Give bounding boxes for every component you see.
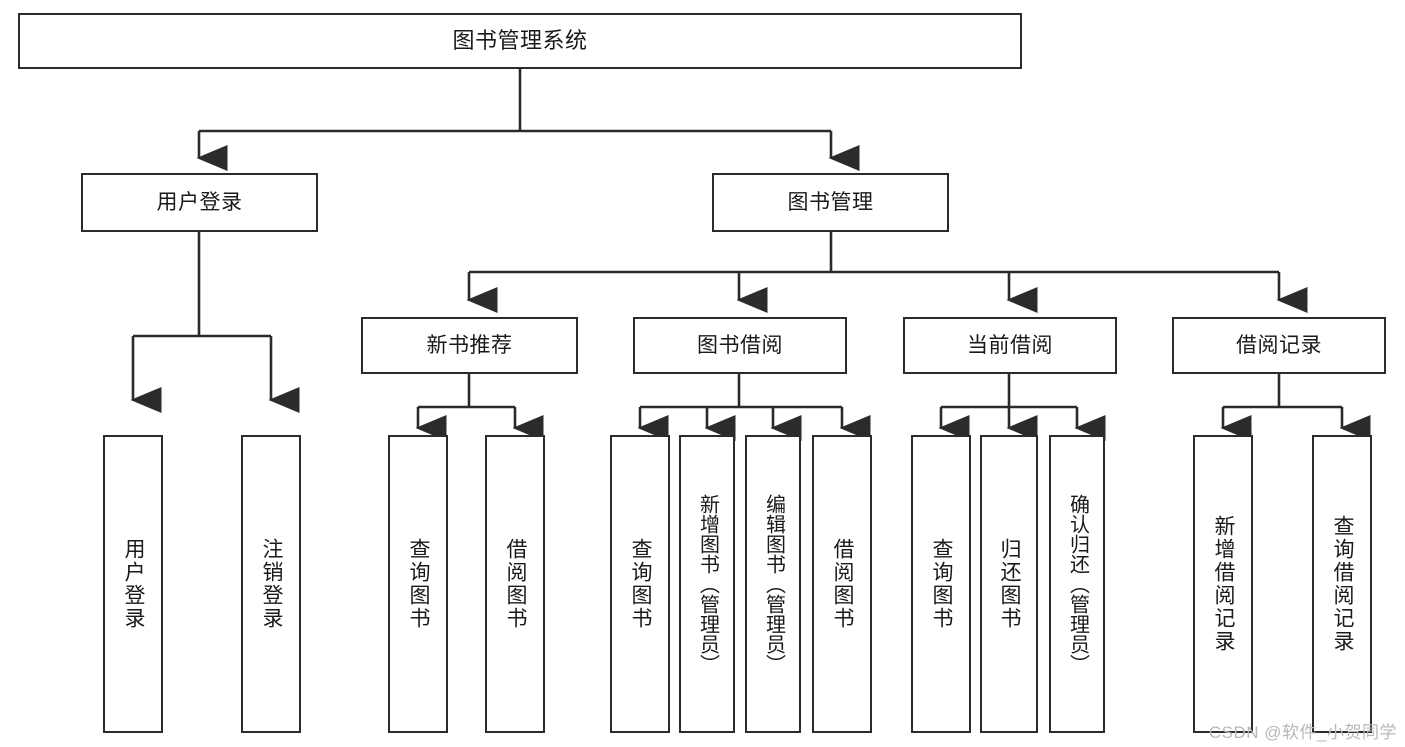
node-label: 借阅图书 <box>504 538 528 630</box>
node-label: 借阅图书 <box>831 538 855 630</box>
node-label: 图书借阅 <box>697 334 783 357</box>
node-label: 注销登录 <box>260 538 284 630</box>
node-label: 编辑图书（管理员） <box>762 494 785 674</box>
leaf-add-book[interactable]: 新增图书（管理员） <box>679 435 735 733</box>
node-label: 查询图书 <box>930 538 954 630</box>
node-label: 查询借阅记录 <box>1331 515 1355 653</box>
leaf-user-logout[interactable]: 注销登录 <box>241 435 301 733</box>
node-label: 用户登录 <box>122 538 146 630</box>
leaf-confirm-return[interactable]: 确认归还（管理员） <box>1049 435 1105 733</box>
leaf-borrow-book-2[interactable]: 借阅图书 <box>812 435 872 733</box>
node-label: 借阅记录 <box>1236 334 1322 357</box>
node-book-borrow[interactable]: 图书借阅 <box>633 317 847 374</box>
node-label: 用户登录 <box>156 191 243 214</box>
leaf-query-book-3[interactable]: 查询图书 <box>911 435 971 733</box>
node-borrow-record[interactable]: 借阅记录 <box>1172 317 1386 374</box>
leaf-user-login[interactable]: 用户登录 <box>103 435 163 733</box>
leaf-add-record[interactable]: 新增借阅记录 <box>1193 435 1253 733</box>
node-current-borrow[interactable]: 当前借阅 <box>903 317 1117 374</box>
node-root[interactable]: 图书管理系统 <box>18 13 1022 69</box>
node-user-login[interactable]: 用户登录 <box>81 173 318 232</box>
leaf-return-book[interactable]: 归还图书 <box>980 435 1038 733</box>
node-label: 当前借阅 <box>967 334 1053 357</box>
node-label: 确认归还（管理员） <box>1066 494 1089 674</box>
leaf-query-record[interactable]: 查询借阅记录 <box>1312 435 1372 733</box>
node-label: 查询图书 <box>407 538 431 630</box>
node-label: 图书管理 <box>787 191 874 214</box>
watermark: CSDN @软件_小贺同学 <box>1208 723 1397 742</box>
leaf-query-book-1[interactable]: 查询图书 <box>388 435 448 733</box>
leaf-edit-book[interactable]: 编辑图书（管理员） <box>745 435 801 733</box>
node-book-management[interactable]: 图书管理 <box>712 173 949 232</box>
node-label: 新增图书（管理员） <box>696 494 719 674</box>
node-label: 新书推荐 <box>426 334 513 357</box>
node-label: 查询图书 <box>629 538 653 630</box>
node-new-book-recommend[interactable]: 新书推荐 <box>361 317 578 374</box>
node-label: 新增借阅记录 <box>1212 515 1236 653</box>
leaf-query-book-2[interactable]: 查询图书 <box>610 435 670 733</box>
node-label: 归还图书 <box>998 538 1022 630</box>
node-label: 图书管理系统 <box>452 28 588 53</box>
leaf-borrow-book-1[interactable]: 借阅图书 <box>485 435 545 733</box>
